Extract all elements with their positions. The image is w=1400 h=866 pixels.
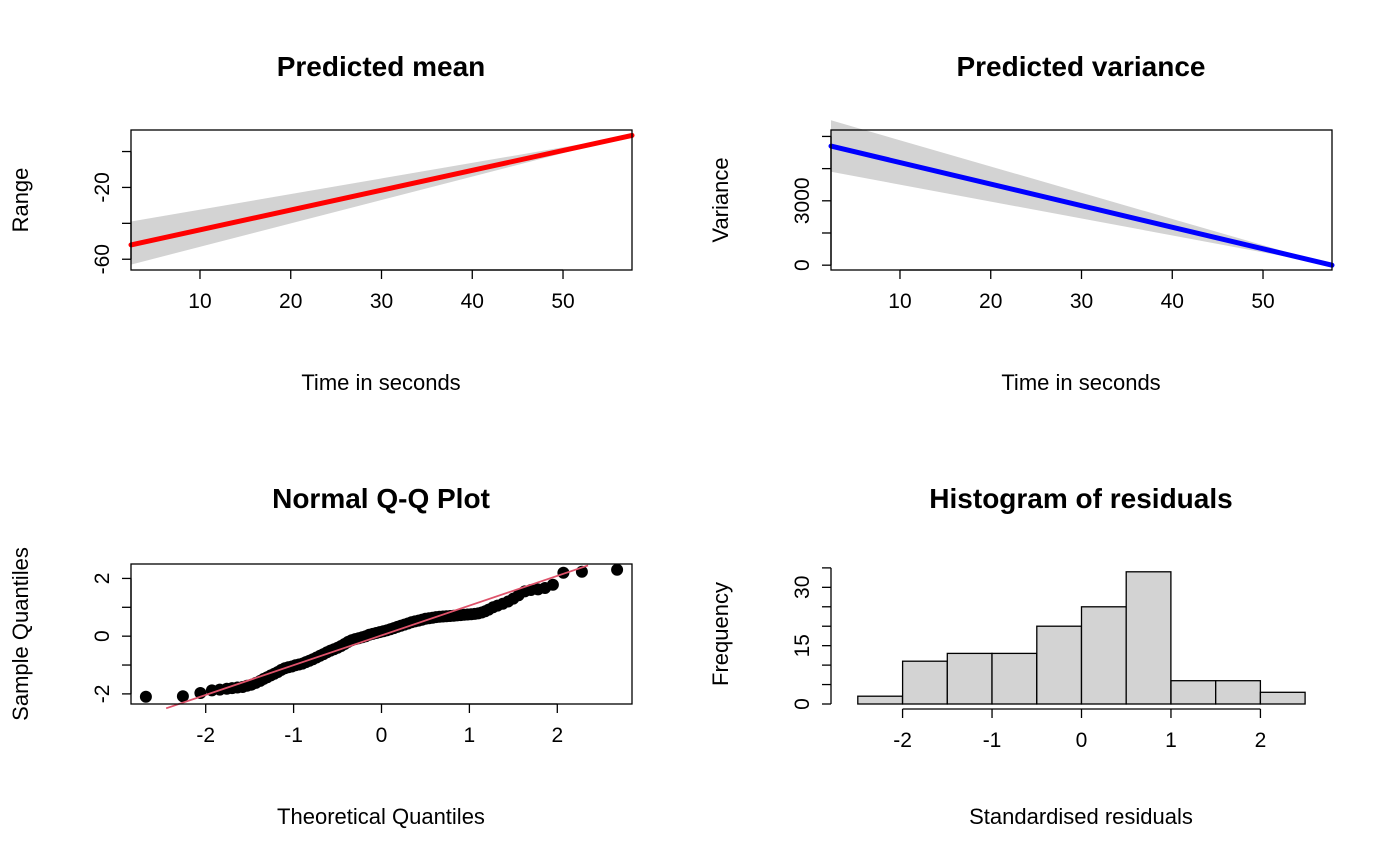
qq-plot-panel: Normal Q-Q Plot Theoretical Quantiles Sa… [8, 483, 633, 829]
histogram-bar [991, 652, 1038, 705]
qq-x-tick-label: 0 [376, 724, 388, 747]
histogram-ylabel: Frequency [708, 582, 733, 686]
histogram-x-tick-label: 2 [1255, 729, 1267, 752]
histogram-plot-area: -2 -1 0 1 2 0 15 30 [791, 567, 1306, 752]
histogram-x-tick-label: 0 [1076, 729, 1088, 752]
predicted-mean-plot-area: 10 20 30 40 50 -60 -20 [91, 129, 635, 313]
qq-plot-title: Normal Q-Q Plot [272, 483, 490, 514]
predicted-variance-plot-area: 10 20 30 40 50 0 3000 [791, 120, 1335, 313]
histogram-y-tick-label: 15 [791, 634, 814, 657]
predicted-mean-x-tick-label: 40 [461, 290, 484, 313]
qq-plot-ylabel: Sample Quantiles [8, 547, 33, 721]
histogram-y-tick-label: 0 [791, 698, 814, 710]
histogram-x-tick-label: 1 [1165, 729, 1177, 752]
predicted-variance-confidence-band [831, 120, 1332, 266]
qq-point [611, 563, 624, 576]
predicted-mean-y-tick-label: -20 [91, 172, 114, 202]
predicted-mean-x-tick-label: 50 [551, 290, 574, 313]
predicted-mean-title: Predicted mean [277, 51, 486, 82]
qq-x-tick-label: 2 [551, 724, 563, 747]
predicted-mean-ylabel: Range [8, 168, 33, 233]
predicted-mean-x-tick-label: 10 [188, 290, 211, 313]
qq-y-tick-label: 2 [91, 573, 114, 585]
predicted-variance-x-tick-label: 50 [1251, 290, 1274, 313]
histogram-bar [946, 652, 993, 705]
qq-point [139, 690, 152, 703]
qq-x-tick-label: -2 [196, 724, 215, 747]
predicted-mean-xlabel: Time in seconds [301, 370, 460, 395]
predicted-variance-title: Predicted variance [956, 51, 1205, 82]
qq-point [546, 578, 559, 591]
histogram-x-tick-label: -1 [983, 729, 1002, 752]
histogram-bar [1259, 691, 1306, 705]
histogram-bar [1170, 680, 1217, 705]
qq-y-tick-label: -2 [91, 685, 114, 704]
predicted-mean-x-tick-label: 30 [370, 290, 393, 313]
histogram-bar [1036, 625, 1083, 705]
predicted-variance-line [828, 143, 1335, 268]
qq-y-tick-label: 0 [91, 630, 114, 642]
predicted-mean-y-tick-label: -60 [91, 244, 114, 274]
predicted-variance-x-tick-label: 20 [979, 290, 1002, 313]
qq-plot-xlabel: Theoretical Quantiles [277, 804, 485, 829]
histogram-bar [1215, 680, 1262, 705]
qq-plot-area: -2 -1 0 1 2 -2 0 2 [91, 563, 633, 747]
qq-reference-line [165, 564, 589, 710]
histogram-bar [1080, 606, 1127, 705]
qq-x-tick-label: -1 [284, 724, 303, 747]
predicted-mean-confidence-band [131, 135, 632, 265]
histogram-y-tick-label: 30 [791, 576, 814, 599]
histogram-bar [857, 695, 904, 705]
predicted-variance-xlabel: Time in seconds [1001, 370, 1160, 395]
qq-x-tick-label: 1 [464, 724, 476, 747]
predicted-variance-y-tick-label: 3000 [791, 177, 814, 224]
predicted-variance-panel: Predicted variance Time in seconds Varia… [708, 51, 1335, 395]
histogram-title: Histogram of residuals [929, 483, 1232, 514]
predicted-variance-x-tick-label: 30 [1070, 290, 1093, 313]
predicted-variance-x-tick-label: 10 [888, 290, 911, 313]
predicted-variance-ylabel: Variance [708, 157, 733, 242]
predicted-mean-line [128, 132, 635, 248]
histogram-bar [1125, 571, 1172, 705]
histogram-xlabel: Standardised residuals [969, 804, 1193, 829]
histogram-x-tick-label: -2 [893, 729, 912, 752]
qq-point [176, 690, 189, 703]
predicted-mean-x-tick-label: 20 [279, 290, 302, 313]
histogram-bar [901, 660, 948, 705]
predicted-variance-y-tick-label: 0 [791, 259, 814, 271]
predicted-variance-x-tick-label: 40 [1161, 290, 1184, 313]
predicted-mean-panel: Predicted mean Time in seconds Range 10 2… [8, 51, 635, 395]
histogram-panel: Histogram of residuals Standardised resi… [708, 483, 1306, 829]
